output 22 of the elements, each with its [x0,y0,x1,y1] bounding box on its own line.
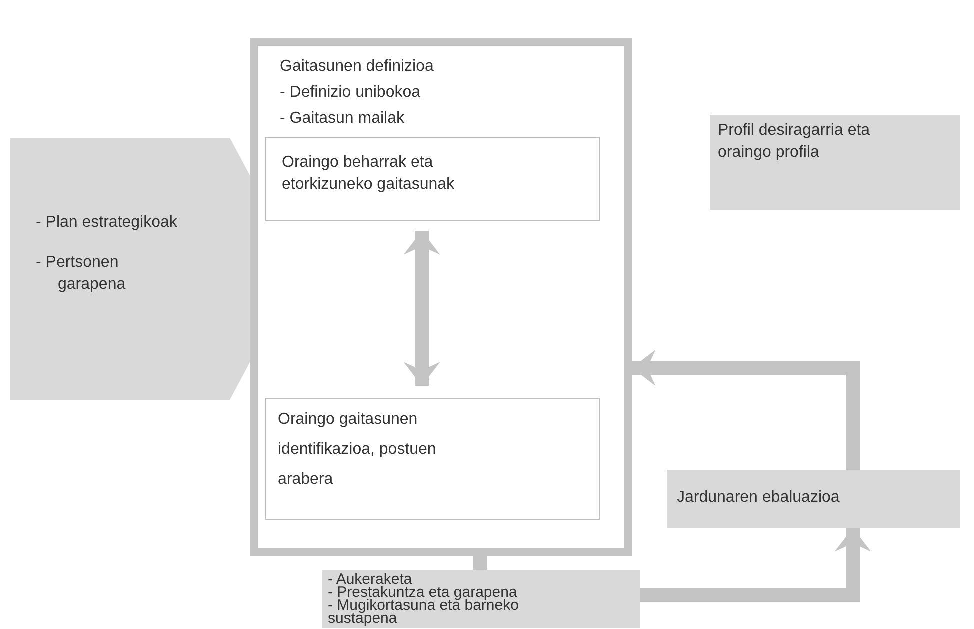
arrow [632,350,860,470]
label-text: - Gaitasun mailak [280,109,406,129]
label-text: Gaitasunen definizioa [280,57,435,77]
note-box [710,115,960,210]
label-text: Profil desiragarria eta oraingo profila [718,121,872,163]
process-box [265,398,600,520]
label-text: - Pertsonen garapena [36,253,127,295]
label-text: Oraingo gaitasunen identifikazioa, postuen arabera [278,410,438,490]
label-text: - Aukeraketa [328,573,412,586]
label-text: - Plan estrategikoak [36,213,178,233]
process-box [265,137,600,221]
label-text: - Definizio unibokoa [280,83,422,103]
process-box [322,570,640,628]
process-box [667,470,960,528]
label-text: Oraingo beharrak eta etorkizuneko gaitasunak [282,153,456,195]
connector-line [473,556,487,570]
frame-box [250,38,632,556]
label-text: Jardunaren ebaluazioa [677,488,841,508]
arrow [404,231,440,386]
label-text: - Mugikortasuna eta barneko sustapena [328,599,520,625]
arrow [640,528,872,602]
label-text: - Prestakuntza eta garapena [328,586,518,599]
